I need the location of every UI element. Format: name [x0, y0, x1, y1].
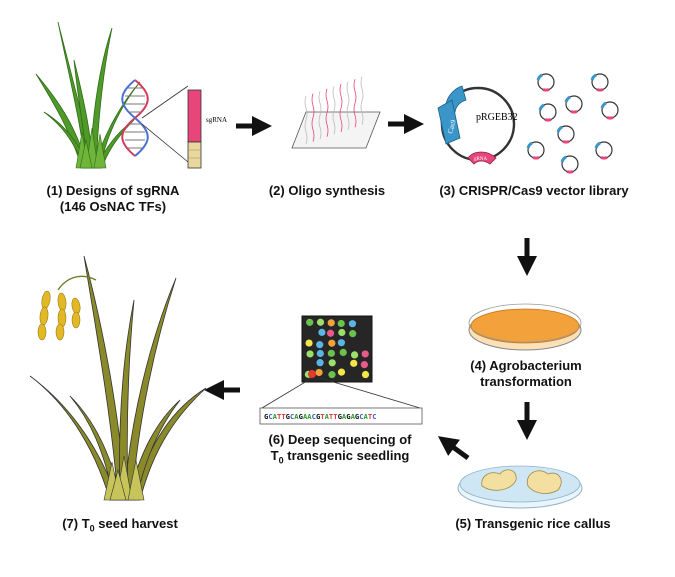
mini-plasmid-icon [590, 73, 609, 92]
arrow-5-to-6 [437, 436, 470, 461]
sequencing-dot [327, 349, 335, 357]
step-7-caption: (7) T0 seed harvest [62, 516, 178, 534]
callus-dish-icon [457, 465, 583, 509]
selected-sequencing-dot [308, 370, 316, 378]
sequencing-dot [316, 349, 324, 358]
oligo-chip-icon [291, 76, 381, 149]
sequencing-dot [305, 339, 313, 347]
sequencing-dot [328, 359, 336, 367]
sequencing-dot [315, 368, 323, 377]
sequencing-dot [339, 348, 347, 356]
sequencing-dot [337, 319, 345, 328]
sequencing-dot [316, 341, 324, 349]
step-3-caption: (3) CRISPR/Cas9 vector library [439, 183, 629, 198]
mini-plasmid-icon [538, 103, 557, 122]
plasmid-library-icon [526, 73, 619, 174]
sequencing-dot [337, 339, 346, 347]
step-2-caption: (2) Oligo synthesis [268, 183, 386, 198]
sequencing-dot [316, 318, 325, 326]
dna-helix-icon [121, 79, 189, 163]
sequencing-dot [327, 319, 335, 327]
plasmid-icon [437, 85, 516, 165]
grna-label: gRNA [474, 157, 487, 162]
mature-rice-plant-icon [29, 255, 207, 501]
plasmid-label: pRGEB32 [476, 112, 518, 123]
mini-plasmid-icon [600, 101, 619, 120]
sequencing-dot [350, 351, 359, 359]
sequencing-dot [328, 339, 336, 347]
sequencing-dot [328, 371, 336, 379]
young-rice-plant-icon [35, 21, 141, 169]
sequencing-dot [361, 370, 370, 379]
mini-plasmid-icon [560, 155, 579, 174]
sgrna-label: sgRNA [206, 116, 227, 124]
sequencing-dot [316, 359, 324, 367]
sequencing-dot [360, 361, 368, 369]
sequencing-dot [349, 330, 357, 338]
mini-plasmid-icon [594, 141, 613, 160]
cas9-label: Cas9 [446, 118, 457, 134]
dna-sequence: GCATTGCAGAACGTATTGAGAGCATC [264, 412, 377, 421]
sequencing-dot [337, 368, 346, 376]
step-6-caption: (6) Deep sequencing of T0 transgenic see… [268, 432, 412, 466]
step-5-caption: (5) Transgenic rice callus [455, 516, 611, 531]
agrobacterium-dish-icon [468, 303, 582, 351]
mini-plasmid-icon [556, 125, 575, 144]
sequencing-dot [306, 350, 314, 358]
sequencing-array-icon: GCATTGCAGAACGTATTGAGAGCATC [259, 315, 423, 425]
sgrna-bar-icon [187, 89, 202, 169]
sequencing-dot [361, 350, 369, 358]
sequencing-dot [350, 359, 358, 367]
mini-plasmid-icon [536, 73, 555, 92]
sequencing-dot [318, 328, 326, 336]
sequencing-dot [348, 320, 357, 328]
step-4-caption: (4) Agrobacterium transformation [470, 358, 582, 389]
sequencing-dot [338, 328, 346, 337]
sequencing-dot [306, 318, 314, 326]
sequencing-dot [326, 329, 335, 337]
mini-plasmid-icon [564, 95, 583, 114]
mini-plasmid-icon [526, 141, 545, 160]
step-1-caption: (1) Designs of sgRNA (146 OsNAC TFs) [46, 183, 180, 214]
